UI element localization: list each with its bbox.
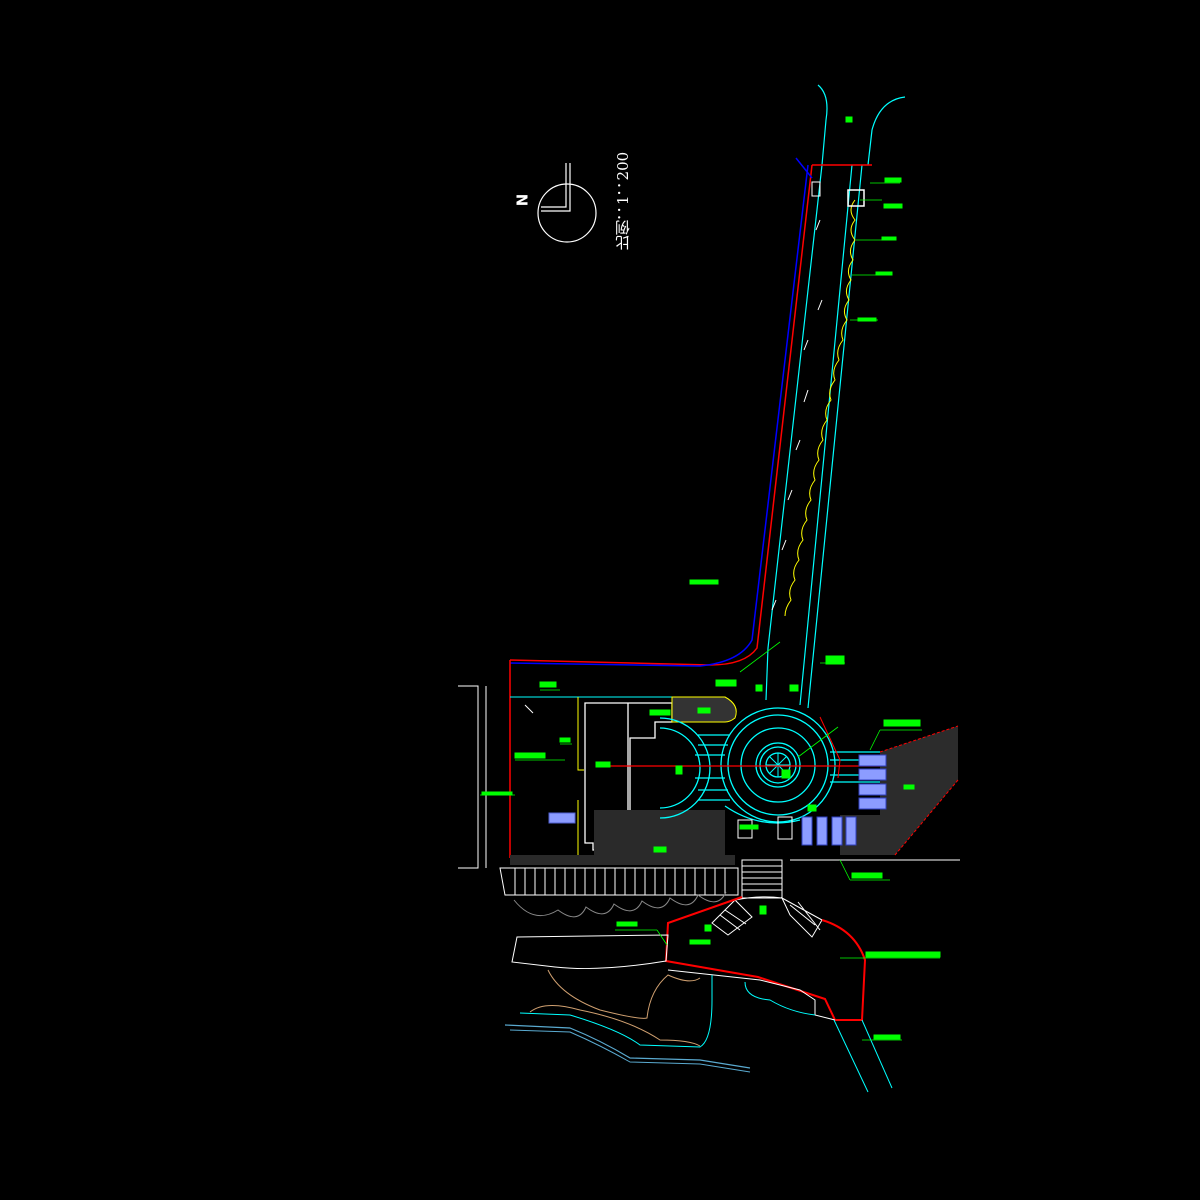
paving-areas [510,696,959,865]
roundabout-plaza [659,707,880,824]
main-road [509,157,872,709]
parking-spaces [801,754,887,846]
boundary-segment [819,716,841,779]
left-lot [458,660,680,869]
scale-label: 比例：1：200 [614,151,632,250]
north-arrow-icon [537,163,597,243]
road-top-curbs [817,84,906,166]
stairs [711,859,823,938]
lower-site [504,896,893,1093]
retaining-wall [499,859,960,918]
annotation-labels [480,116,941,1041]
north-label: N [513,193,532,207]
